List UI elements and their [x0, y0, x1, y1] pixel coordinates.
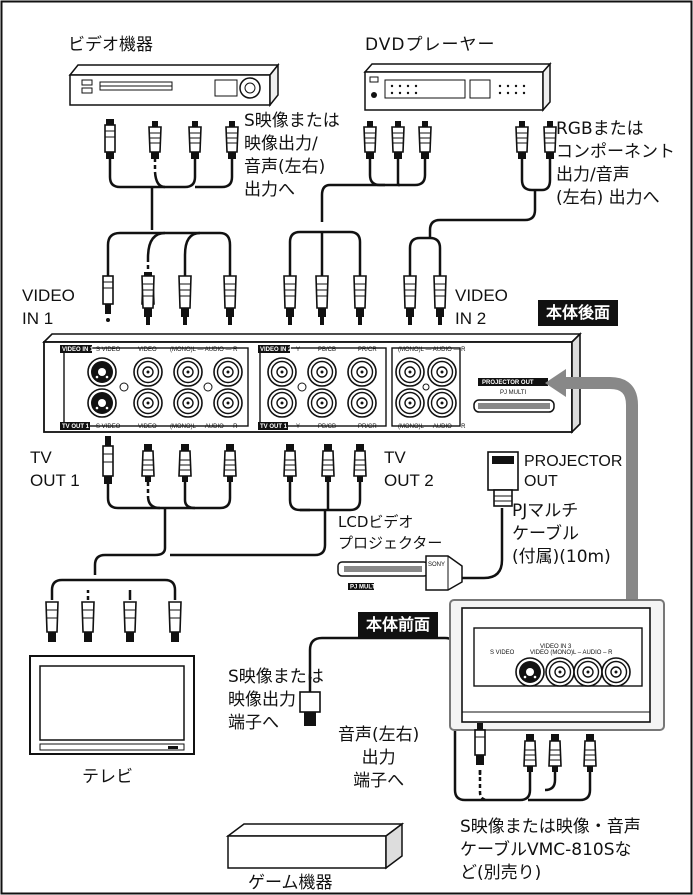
pj-cable-callout: PJマルチ ケーブル (付属)(10m)	[512, 500, 611, 569]
tv-out-1-line-2: OUT 1	[30, 471, 80, 490]
dvd-device	[363, 62, 552, 112]
panel-label-audio-2: (MONO)L — AUDIO — R	[398, 347, 466, 353]
panel-label-audio-out: (MONO)L — AUDIO — R	[170, 424, 238, 430]
rgb-out-line-2: コンポーネント	[556, 142, 675, 162]
tv-label: テレビ	[82, 767, 133, 787]
pj-multi-connector	[487, 451, 519, 507]
video-out-line-4: 出力へ	[244, 180, 295, 200]
separate-cable-callout: S映像または映像・音声 ケーブルVMC-810Sな ど(別売り)	[460, 816, 641, 885]
video-out-line-2: 映像出力/	[244, 134, 318, 154]
game-audio-callout: 音声(左右) 出力 端子へ	[338, 724, 419, 793]
game-audio-line-1: 音声(左右)	[338, 725, 420, 745]
panel-label-y-out: Y	[296, 424, 300, 430]
separate-cable-line-2: ケーブルVMC-810Sな	[460, 840, 632, 860]
panel-label-pj-multi-plug: PJ MULTI	[350, 585, 377, 591]
separate-cable-line-3: ど(別売り)	[460, 863, 542, 883]
game-device-label: ゲーム機器	[248, 873, 333, 893]
rgb-out-line-1: RGBまたは	[556, 119, 644, 139]
tv-out-2-line-2: OUT 2	[384, 471, 434, 490]
cables	[50, 158, 592, 802]
panel-label-video-out: VIDEO	[138, 424, 157, 430]
tv-out-2-label: TV OUT 2	[384, 446, 434, 492]
video-out-callout: S映像または 映像出力/ 音声(左右) 出力へ	[244, 110, 340, 202]
panel-label-tv-out-1: TV OUT 1	[62, 424, 90, 430]
video-in-1-line-1: VIDEO	[22, 286, 75, 305]
rgb-out-line-3: 出力/音声	[556, 165, 630, 185]
tv-out-1-line-1: TV	[30, 448, 52, 467]
rgb-out-line-4: (左右) 出力へ	[556, 188, 660, 208]
arrow-icon	[545, 369, 638, 606]
video-in-1-label: VIDEO IN 1	[22, 284, 75, 330]
panel-label-s-video: S VIDEO	[96, 347, 121, 353]
front-panel: VIDEO IN 3 S VIDEO VIDEO (MONO)L – AUDIO…	[449, 599, 665, 731]
sony-logo: SONY	[428, 562, 445, 568]
projector-out-line-2: OUT	[524, 473, 558, 490]
panel-label-pj-multi: PJ MULTI	[500, 390, 527, 396]
tv-out-1-label: TV OUT 1	[30, 446, 80, 492]
video-out-line-1: S映像または	[244, 111, 340, 131]
panel-label-pr: PR/CR	[358, 347, 377, 353]
separate-cable-line-1: S映像または映像・音声	[460, 817, 641, 837]
panel-label-projector-out: PROJECTOR OUT	[482, 380, 534, 386]
panel-label-video: VIDEO	[138, 347, 157, 353]
game-device	[225, 691, 405, 870]
panel-label-pr-out: PR/CR	[358, 424, 377, 430]
game-video-callout: S映像または 映像出力 端子へ	[228, 666, 324, 735]
panel-label-s-video-out: S VIDEO	[96, 424, 121, 430]
panel-label-tv-out-2: TV OUT 1	[260, 424, 288, 430]
game-audio-line-2: 出力	[361, 748, 396, 768]
projector-out-line-1: PROJECTOR	[524, 453, 623, 470]
panel-label-video-in-1: VIDEO IN 1	[62, 347, 94, 353]
panel-label-video-in-2: VIDEO IN 2	[260, 347, 292, 353]
panel-label-audio-out-2: (MONO)L — AUDIO — R	[398, 424, 466, 430]
game-video-line-3: 端子へ	[228, 713, 279, 733]
rear-tag: 本体後面	[538, 300, 619, 326]
rear-panel: VIDEO IN 1 S VIDEO VIDEO (MONO)L — AUDIO…	[42, 332, 582, 434]
tv-device	[29, 601, 195, 755]
video-in-2-line-1: VIDEO	[455, 286, 508, 305]
lcd-projector-plug: PJ MULTI SONY	[337, 555, 463, 591]
panel-label-front-s-video: S VIDEO	[490, 650, 515, 656]
video-in-2-line-2: IN 2	[455, 309, 487, 328]
game-video-line-2: 映像出力	[228, 690, 296, 710]
video-out-line-3: 音声(左右)	[244, 157, 326, 177]
pj-cable-line-3: (付属)(10m)	[512, 547, 611, 567]
panel-label-audio: (MONO)L — AUDIO — R	[170, 347, 238, 353]
front-tag: 本体前面	[358, 612, 439, 638]
panel-label-y: Y	[296, 347, 300, 353]
lcd-projector-line-2: プロジェクター	[338, 534, 443, 552]
video-in-2-label: VIDEO IN 2	[455, 284, 508, 330]
panel-label-pb: PB/CB	[318, 347, 336, 353]
lcd-projector-line-1: LCDビデオ	[338, 513, 414, 531]
panel-label-video-in-3: VIDEO IN 3	[540, 644, 572, 650]
lcd-projector-label: LCDビデオ プロジェクター	[338, 512, 442, 554]
pj-cable-line-2: ケーブル	[512, 524, 579, 544]
game-audio-line-3: 端子へ	[353, 771, 405, 791]
video-in-1-line-2: IN 1	[22, 309, 54, 328]
panel-label-front-audio: VIDEO (MONO)L – AUDIO – R	[530, 650, 613, 656]
game-video-line-1: S映像または	[228, 667, 324, 687]
pj-cable-line-1: PJマルチ	[512, 501, 579, 521]
tv-out-2-line-1: TV	[384, 448, 406, 467]
projector-out-label: PROJECTOR OUT	[524, 452, 622, 492]
vcr-device	[68, 62, 280, 108]
rgb-out-callout: RGBまたは コンポーネント 出力/音声 (左右) 出力へ	[556, 118, 675, 210]
panel-label-pb-out: PB/CB	[318, 424, 336, 430]
dvd-player-label: DVDプレーヤー	[365, 35, 496, 55]
video-device-label: ビデオ機器	[68, 35, 153, 55]
